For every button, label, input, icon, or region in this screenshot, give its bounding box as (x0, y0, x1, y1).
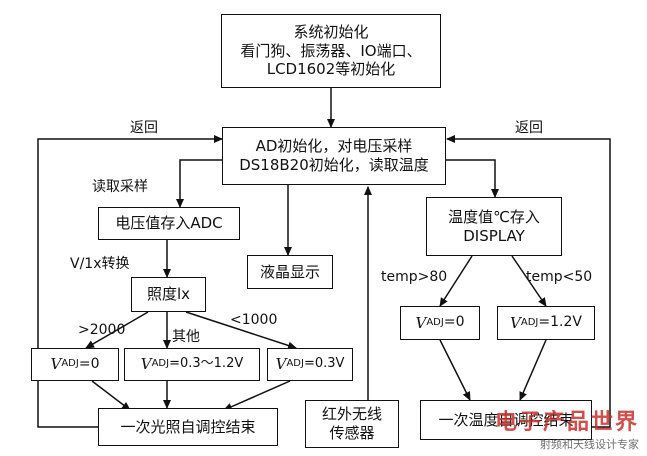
watermark: 电子产品世界 射频和天线设计专家 (495, 404, 639, 452)
label-gt2000: >2000 (78, 322, 126, 338)
arrow-lx-to-v0 (85, 311, 149, 349)
node-light-end: 一次光照自调控结束 (98, 408, 278, 446)
vadj-subscript: ADJ (520, 316, 539, 328)
node-temp-store-line1: 温度值℃存入 (448, 207, 540, 226)
vadj-symbol: V (50, 355, 62, 374)
node-store-adc: 电压值存入ADC (98, 207, 240, 240)
label-temp-lt50: temp<50 (526, 269, 593, 285)
vadj-subscript: ADJ (426, 316, 444, 328)
arrow-ad-to-adc (176, 159, 225, 208)
arrow-v03-to-end (223, 380, 291, 411)
arrow-return-left (37, 135, 223, 428)
node-temp-store: 温度值℃存入 DISPLAY (426, 197, 562, 256)
node-system-init-line2: 看门狗、振荡器、IO端口、 (240, 41, 422, 60)
label-return-right: 返回 (515, 120, 543, 136)
arrow-lx-to-v03 (185, 311, 297, 350)
arrow-tv0-to-end (439, 339, 471, 401)
node-lcd-display-label: 液晶显示 (259, 262, 320, 281)
node-store-adc-label: 电压值存入ADC (115, 214, 223, 233)
label-convert: V/1x转换 (70, 256, 130, 272)
label-read-sample: 读取采样 (92, 179, 148, 195)
node-lcd-display: 液晶显示 (247, 255, 333, 289)
arrow-temp-to-tv0 (439, 255, 473, 307)
node-system-init-line1: 系统初始化 (293, 22, 369, 41)
node-illuminance-label: 照度lx (146, 285, 191, 304)
vadj-value: =0 (78, 355, 100, 372)
node-temp-end: 一次温度自调控结束 (420, 400, 592, 440)
node-temp-end-label: 一次温度自调控结束 (438, 410, 574, 429)
node-ad-init: AD初始化，对电压采样 DS18B20初始化，读取温度 (222, 127, 446, 185)
node-light-end-label: 一次光照自调控结束 (120, 417, 256, 436)
vadj-symbol: V (510, 313, 521, 332)
vadj-subscript: ADJ (61, 358, 79, 370)
watermark-title: 电子产品世界 (494, 410, 639, 435)
arrow-tv12-to-end (519, 339, 547, 401)
node-temp-store-line2: DISPLAY (463, 226, 525, 245)
label-lt1000: <1000 (230, 312, 278, 328)
node-system-init: 系统初始化 看门狗、振荡器、IO端口、 LCD1602等初始化 (221, 14, 441, 88)
vadj-value: =0.3V (303, 356, 345, 372)
label-temp-gt80: temp>80 (381, 269, 448, 285)
vadj-subscript: ADJ (286, 358, 304, 370)
label-return-left: 返回 (130, 120, 158, 136)
node-ir-sensor-line2: 传感器 (329, 424, 375, 442)
vadj-symbol: V (275, 355, 287, 374)
node-ad-init-line2: DS18B20初始化，读取温度 (239, 156, 429, 174)
vadj-value: =0.3～1.2V (169, 356, 244, 372)
node-ir-sensor-line1: 红外无线 (321, 405, 382, 424)
watermark-subtitle: 射频和天线设计专家 (540, 438, 639, 451)
vadj-value: =1.2V (538, 314, 582, 331)
vadj-value: =0 (443, 314, 465, 331)
vadj-symbol: V (140, 355, 152, 374)
node-illuminance: 照度lx (131, 277, 206, 312)
arrow-ad-to-temp (444, 159, 499, 198)
arrow-v0-to-end (91, 380, 131, 411)
label-other: 其他 (172, 329, 200, 345)
node-system-init-line3: LCD1602等初始化 (266, 60, 396, 79)
vadj-symbol: V (415, 313, 427, 332)
vadj-subscript: ADJ (151, 358, 170, 370)
node-ad-init-line1: AD初始化，对电压采样 (255, 137, 413, 156)
arrow-return-right (446, 135, 611, 428)
arrow-temp-to-tv12 (511, 255, 547, 307)
node-ir-sensor: 红外无线 传感器 (305, 400, 399, 448)
